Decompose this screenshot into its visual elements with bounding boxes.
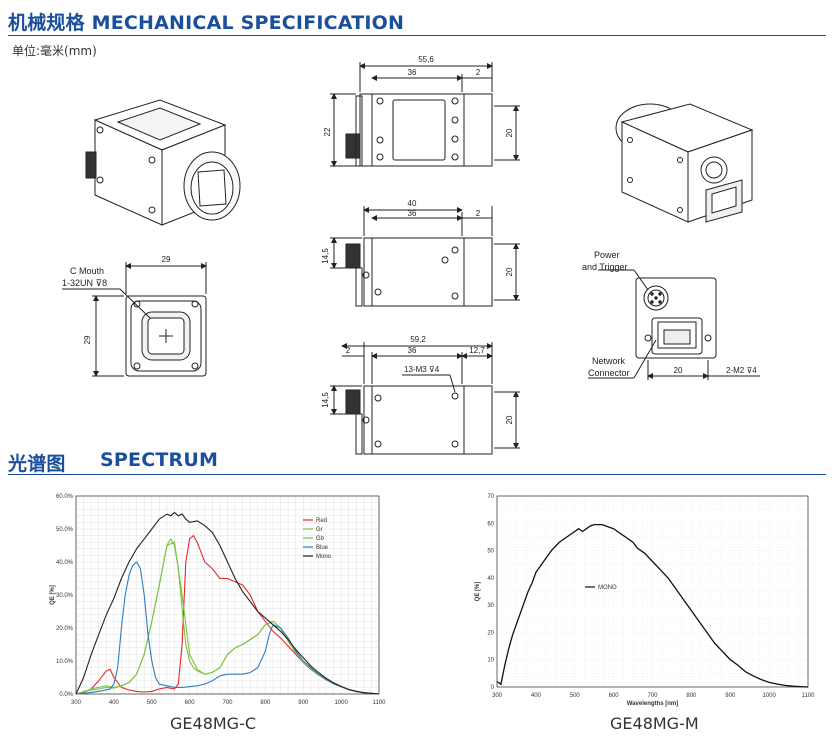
top-right-dim: 20 [505,128,514,137]
spectrum-rule [8,474,826,475]
y-tick-label: 30.0% [56,593,74,599]
bottom-body-dim: 36 [408,346,417,355]
bottom-rear-dim: 12,7 [469,346,485,355]
camera-iso-front [85,99,241,226]
y-axis-label: QE [%] [475,582,481,602]
bottom-overall-dim: 59,2 [410,335,426,344]
x-tick-label: 1100 [373,700,387,706]
y-tick-label: 30 [487,603,494,609]
y-tick-label: 40 [487,576,494,582]
legend-label: Gr [316,527,323,533]
chart-caption-m: GE48MG-M [610,714,699,733]
power-label-2: and Trigger [582,262,628,272]
x-tick-label: 700 [647,693,658,699]
y-tick-label: 20 [487,630,494,636]
y-tick-label: 0 [491,685,495,691]
chart-caption-c: GE48MG-C [170,714,257,733]
front-width-dim: 29 [162,255,171,264]
front-height-dim: 29 [83,335,92,344]
y-axis-label: QE [%] [50,585,56,605]
series-line-mono [496,523,809,688]
side-body-dim: 36 [408,209,417,218]
legend-label: Mono [316,554,332,560]
camera-side-view [330,206,520,307]
legend-label: Blue [316,545,329,551]
bottom-front-dim: 2 [346,346,351,355]
top-offset-dim: 2 [476,68,481,77]
legend-label: MONO [598,585,617,591]
rear-screw-dim: 2-M2 ⊽4 [726,366,757,375]
mechanical-rule [8,35,826,36]
x-tick-label: 600 [609,693,620,699]
bottom-right-dim: 20 [505,415,514,424]
mount-label-1: C Mouth [70,266,104,276]
y-tick-label: 20.0% [56,626,74,632]
camera-front-view [62,262,207,377]
side-left-dim: 14,5 [321,248,330,264]
legend-label: Red [316,518,327,524]
rear-width-dim: 20 [674,366,683,375]
y-tick-label: 60.0% [56,494,74,500]
x-tick-label: 800 [260,700,271,706]
x-tick-label: 900 [298,700,309,706]
camera-bottom-view [330,342,520,455]
x-tick-label: 600 [185,700,196,706]
top-overall-dim: 55,6 [418,55,434,64]
series-line-blue [75,561,380,695]
x-tick-label: 1100 [802,693,816,699]
y-tick-label: 60 [487,521,494,527]
mechanical-drawings: 29 29 C Mouth 1-32UN ⊽8 55,6 36 2 22 20 [62,55,760,455]
y-tick-label: 0.0% [59,692,73,698]
x-axis-label: Wavelengths [nm] [627,701,678,707]
side-right-dim: 20 [505,267,514,276]
x-tick-label: 1000 [762,693,776,699]
y-tick-label: 10 [487,658,494,664]
unit-label: 单位:毫米(mm) [12,44,97,58]
plot-frame [75,495,380,695]
x-tick-label: 500 [147,700,158,706]
x-tick-label: 300 [492,693,503,699]
top-body-dim: 36 [408,68,417,77]
mount-label-2: 1-32UN ⊽8 [62,278,107,288]
plot-frame [496,495,809,688]
x-tick-label: 1000 [334,700,348,706]
x-tick-label: 400 [109,700,120,706]
x-tick-label: 300 [71,700,82,706]
x-tick-label: 800 [686,693,697,699]
camera-rear-view [588,269,760,380]
series-line-gb [75,541,274,695]
camera-top-view [330,62,520,167]
network-label-2: Connector [588,368,630,378]
x-tick-label: 400 [531,693,542,699]
series-line-mono [75,511,380,695]
y-tick-label: 50.0% [56,527,74,533]
y-tick-label: 10.0% [56,659,74,665]
y-tick-label: 70 [487,494,494,500]
x-tick-label: 900 [725,693,736,699]
y-tick-label: 50 [487,549,494,555]
power-label-1: Power [594,250,620,260]
network-label-1: Network [592,356,626,366]
bottom-thread-dim: 13-M3 ⊽4 [404,365,440,374]
x-tick-label: 700 [222,700,233,706]
bottom-left-dim: 14,5 [321,392,330,408]
top-left-dim: 22 [323,127,332,136]
mechanical-title: 机械规格 MECHANICAL SPECIFICATION [8,12,405,34]
camera-iso-rear [615,103,754,223]
y-tick-label: 40.0% [56,560,74,566]
spectrum-title-cn: 光谱图 [8,453,66,475]
side-overall-dim: 40 [408,199,417,208]
legend-label: Gb [316,536,325,542]
side-offset-dim: 2 [476,209,481,218]
x-tick-label: 500 [570,693,581,699]
spectrum-title-en: SPECTRUM [100,449,219,471]
